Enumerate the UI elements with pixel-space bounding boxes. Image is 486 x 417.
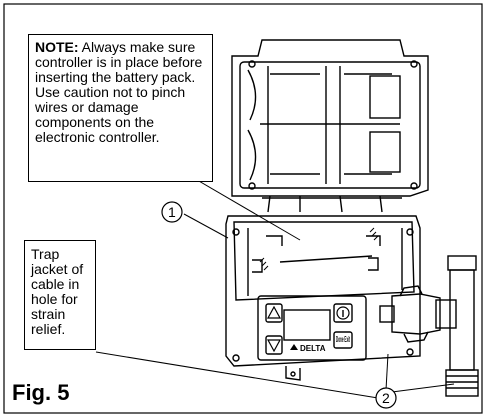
- delta-logo-icon: [290, 344, 298, 350]
- battery-contacts: [259, 227, 379, 271]
- up-arrow-icon: [266, 305, 282, 319]
- svg-text:1: 1: [168, 204, 176, 220]
- supply-pipe: [445, 255, 479, 397]
- callout-2: 2: [375, 387, 397, 409]
- controller-panel: [257, 295, 367, 361]
- done-exit-label: Done Exit: [336, 335, 350, 344]
- down-arrow-icon: [266, 339, 282, 353]
- figure-frame: [3, 3, 483, 414]
- figure-label: Fig. 5: [12, 380, 70, 405]
- trap-note-text: Trap jacket of cable in hole for strain …: [31, 246, 84, 337]
- callout-1: 1: [161, 201, 183, 223]
- battery-cover: [231, 39, 429, 213]
- leader-lines: [95, 169, 455, 399]
- controller-housing: [225, 215, 421, 381]
- brand-label: DELTA: [300, 344, 326, 353]
- note-callout: NOTE: Always make sure controller is in …: [28, 34, 213, 182]
- svg-text:2: 2: [382, 390, 390, 406]
- cable-connector: [379, 285, 457, 343]
- info-icon: [336, 306, 350, 320]
- note-body: Always make sure controller is in place …: [35, 39, 203, 145]
- note-heading: NOTE:: [35, 39, 79, 55]
- strain-relief-callout: Trap jacket of cable in hole for strain …: [24, 240, 96, 350]
